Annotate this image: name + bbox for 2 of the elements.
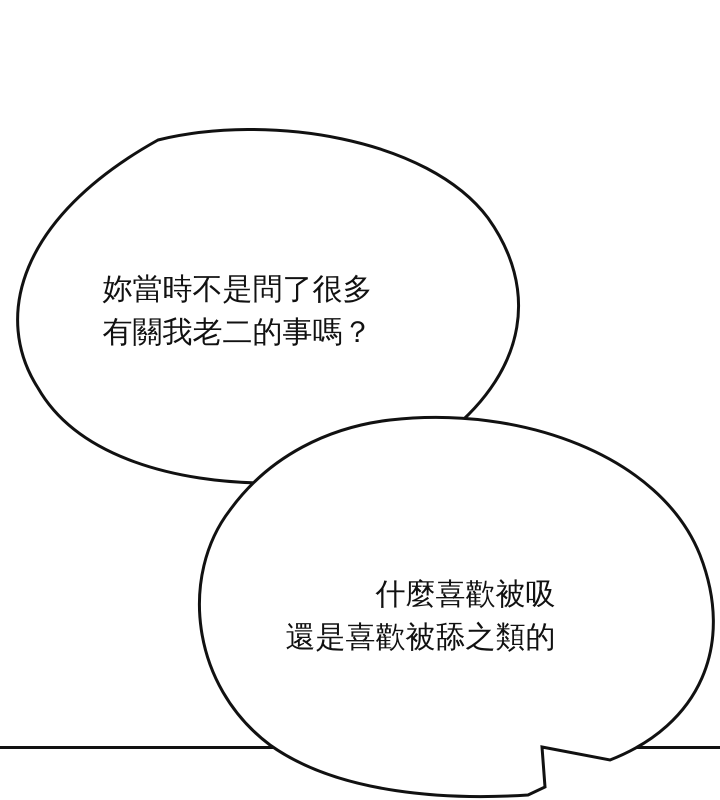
speech-text: 妳當時不是問了很多有關我老二的事嗎？ [102, 271, 374, 352]
speech-text: 什麼喜歡被吸還是喜歡被舔之類的 [284, 576, 556, 657]
